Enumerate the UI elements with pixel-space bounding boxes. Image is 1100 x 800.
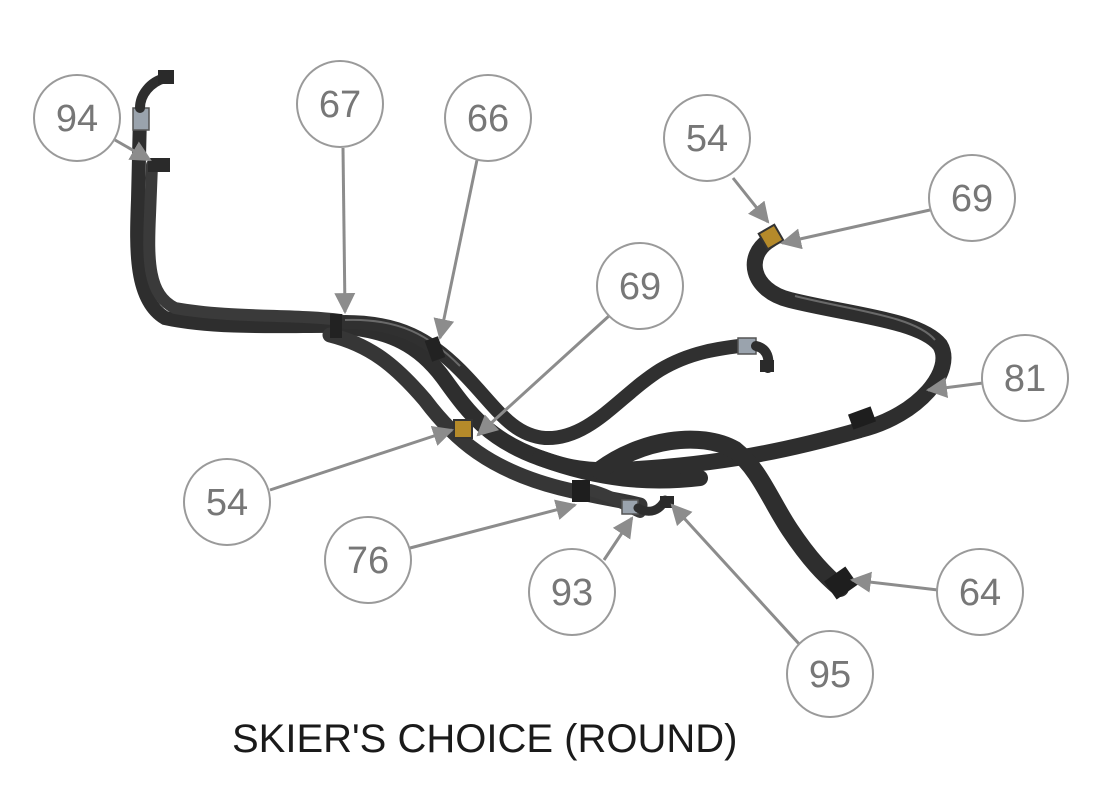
- hose-right-loop: [532, 232, 952, 479]
- leader-76: [409, 499, 578, 550]
- hose-highlight: [344, 318, 461, 367]
- hose-left-vertical-a: [130, 108, 347, 334]
- callout-balloons: 94 67 66 54 69 69 81 54: [33, 60, 1069, 718]
- leader-54b: [269, 425, 454, 492]
- callout-66: 66: [444, 74, 532, 162]
- callout-label: 54: [686, 118, 728, 160]
- leader-69a: [779, 208, 931, 250]
- callout-69-center: 69: [596, 242, 684, 330]
- callout-label: 76: [347, 540, 389, 582]
- callout-label: 94: [56, 98, 98, 140]
- callout-76: 76: [324, 516, 412, 604]
- callout-label: 67: [319, 84, 361, 126]
- leader-93: [602, 516, 634, 561]
- callout-label: 93: [551, 572, 593, 614]
- callout-label: 69: [951, 178, 993, 220]
- leader-lines: [114, 138, 984, 647]
- fitting-top-left: [132, 70, 174, 172]
- clamp-67: [330, 314, 342, 338]
- leader-54a: [731, 177, 770, 224]
- callout-label: 95: [809, 654, 851, 696]
- leader-94: [114, 138, 152, 162]
- leader-95: [670, 503, 802, 647]
- clamp-66: [424, 336, 446, 362]
- callout-54-upper: 54: [663, 94, 751, 182]
- callout-label: 69: [619, 266, 661, 308]
- leader-67: [334, 147, 356, 315]
- sleeve-81: [847, 406, 877, 430]
- callout-64: 64: [936, 548, 1024, 636]
- callout-69-right: 69: [928, 154, 1016, 242]
- callout-93: 93: [528, 548, 616, 636]
- leader-64: [849, 571, 939, 593]
- leader-66: [433, 159, 479, 341]
- callout-label: 54: [206, 482, 248, 524]
- callout-94: 94: [33, 74, 121, 162]
- hose-highlight: [794, 295, 936, 341]
- hose-left-vertical-b: [143, 159, 346, 326]
- callout-95: 95: [786, 630, 874, 718]
- callout-label: 64: [959, 572, 1001, 614]
- callout-label: 81: [1004, 358, 1046, 400]
- callout-67: 67: [296, 60, 384, 148]
- callout-54-left: 54: [183, 458, 271, 546]
- sleeve-76: [572, 480, 590, 502]
- callout-81: 81: [981, 334, 1069, 422]
- clamp-54-center: [453, 419, 473, 439]
- hose-end-64: [824, 566, 858, 600]
- fitting-right-elbow: [737, 337, 774, 373]
- hose-assembly: [130, 70, 952, 600]
- clamp-54-upper: [757, 223, 785, 251]
- leader-69b: [476, 313, 612, 437]
- hose-main-upper: [332, 318, 708, 489]
- callout-label: 66: [467, 98, 509, 140]
- fitting-lower-elbow: [621, 495, 674, 516]
- diagram-caption: SKIER'S CHOICE (ROUND): [232, 717, 737, 761]
- hose-lower-right: [591, 430, 849, 597]
- leader-81: [925, 377, 984, 399]
